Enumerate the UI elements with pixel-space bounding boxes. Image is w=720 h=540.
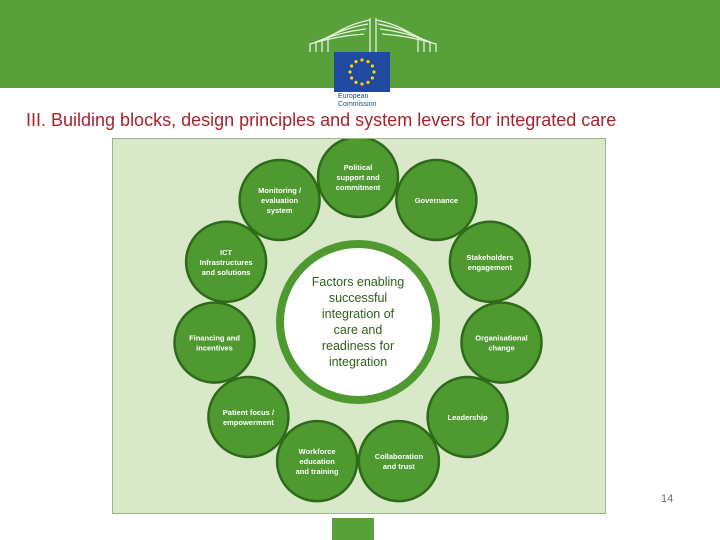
factor-label-line: Infrastructures [200, 258, 253, 267]
eu-star-icon [372, 70, 376, 74]
european-commission-logo: European Commission [306, 14, 440, 108]
factor-label-line: Stakeholders [466, 253, 513, 262]
factor-node: Governance [395, 158, 478, 242]
factor-circle [238, 158, 321, 242]
factor-label-line: commitment [336, 183, 381, 192]
logo-caption: European Commission [338, 93, 377, 109]
factor-circle [395, 158, 478, 242]
factor-circle [448, 220, 532, 304]
eu-star-icon [370, 76, 374, 80]
factor-label-line: incentives [196, 344, 233, 353]
slide-title: III. Building blocks, design principles … [26, 110, 617, 130]
factor-circle [184, 220, 268, 304]
factor-label-line: change [488, 344, 514, 353]
factor-label-line: ICT [220, 248, 233, 257]
factor-label-line: system [267, 206, 293, 215]
eu-star-icon [350, 64, 354, 68]
factor-label-line: Leadership [448, 413, 488, 422]
center-label-line: readiness for [322, 339, 394, 353]
center-label-line: integration of [322, 307, 395, 321]
page-number: 14 [661, 493, 674, 505]
factor-label-line: Organisational [475, 334, 528, 343]
factor-label-line: and training [296, 467, 339, 476]
factor-label-line: support and [336, 173, 380, 182]
factors-wheel: Factors enabling successful integration of… [173, 139, 543, 503]
factor-circle [173, 301, 256, 384]
center-label-line: successful [329, 291, 387, 305]
factor-node: Patient focus /empowerment [207, 375, 290, 459]
factor-label-line: Monitoring / [258, 186, 302, 195]
integrated-care-diagram: Factors enabling successful integration of… [112, 138, 606, 514]
center-label: Factors enabling successful integration of… [312, 275, 404, 369]
factor-label-line: Patient focus / [223, 408, 275, 417]
footer-tab [332, 518, 374, 540]
logo-line-1: European [338, 93, 369, 100]
factor-label-line: education [299, 457, 335, 466]
factor-label-line: engagement [468, 263, 513, 272]
eu-star-icon [354, 60, 358, 64]
eu-star-icon [348, 70, 352, 74]
eu-star-icon [360, 58, 364, 62]
factor-label-line: Financing and [189, 334, 240, 343]
factor-circle [460, 301, 543, 384]
factor-circle [426, 375, 509, 459]
factor-label-line: Collaboration [375, 452, 424, 461]
eu-star-icon [366, 80, 370, 84]
factor-label-line: and trust [383, 462, 416, 471]
factor-label: Leadership [448, 413, 488, 422]
eu-star-icon [350, 76, 354, 80]
factor-label-line: evaluation [261, 196, 299, 205]
factor-label: Patient focus /empowerment [223, 408, 275, 427]
eu-star-icon [360, 82, 364, 86]
center-circle [276, 240, 440, 404]
center-label-line: Factors enabling [312, 275, 404, 289]
center-label-line: care and [334, 323, 383, 337]
factor-label: Governance [415, 196, 458, 205]
factor-circle [207, 375, 290, 459]
factor-circle [316, 139, 400, 219]
factor-label-line: Governance [415, 196, 458, 205]
factor-label-line: empowerment [223, 418, 274, 427]
factor-circle [275, 419, 359, 503]
eu-star-icon [370, 64, 374, 68]
eu-star-icon [366, 60, 370, 64]
factor-node: Leadership [426, 375, 509, 459]
center-label-line: integration [329, 355, 387, 369]
berlaymont-building-icon [309, 18, 437, 52]
logo-line-2: Commission [338, 101, 377, 108]
factor-circle [357, 419, 441, 503]
factor-label-line: and solutions [202, 268, 251, 277]
eu-flag-icon [334, 52, 390, 92]
factor-label-line: Political [344, 163, 373, 172]
factor-label-line: Workforce [299, 447, 336, 456]
eu-star-icon [354, 80, 358, 84]
